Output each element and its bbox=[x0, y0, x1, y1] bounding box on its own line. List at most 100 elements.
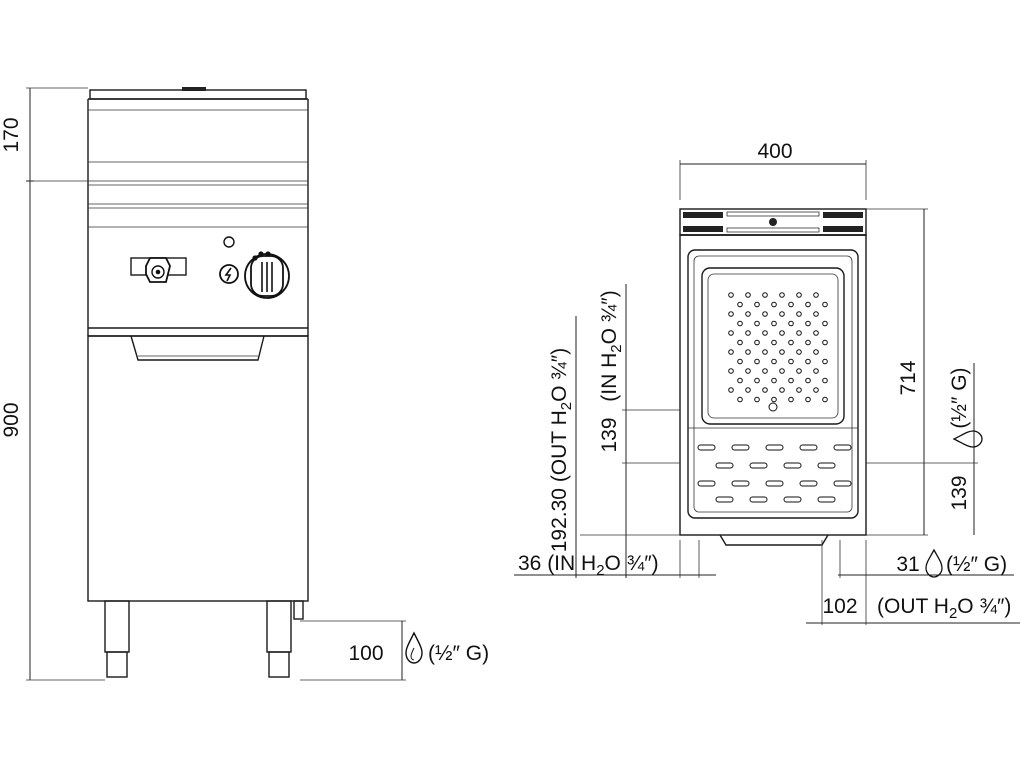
perforation-hole bbox=[779, 311, 785, 317]
tank-outline bbox=[679, 234, 867, 536]
perforation-hole bbox=[779, 387, 785, 393]
ignition-icon bbox=[219, 264, 239, 284]
dim-gas-right: (½″ G) bbox=[948, 367, 971, 428]
dim-170: 170 bbox=[0, 117, 23, 152]
drain-slot bbox=[833, 444, 852, 451]
door-handle bbox=[130, 335, 265, 361]
outlet-nozzle bbox=[719, 534, 829, 546]
gas-drop-icon bbox=[952, 430, 983, 448]
perforation-hole bbox=[762, 349, 768, 355]
gas-drop-icon bbox=[405, 631, 423, 664]
perforation-hole bbox=[788, 320, 794, 327]
perforation-hole bbox=[779, 368, 785, 374]
perforation-hole bbox=[788, 339, 794, 346]
perforation-hole bbox=[813, 368, 819, 374]
drain-slot bbox=[817, 462, 836, 469]
perforation-hole bbox=[796, 292, 802, 298]
perforation-hole bbox=[779, 330, 785, 336]
cabinet-door bbox=[87, 335, 309, 602]
perforation-hole bbox=[737, 377, 743, 384]
dim-36-in: 36 (IN H2O ¾″) bbox=[518, 552, 659, 579]
perforation-hole bbox=[754, 339, 760, 346]
perforation-hole bbox=[796, 349, 802, 355]
top-plate-tab bbox=[182, 87, 206, 91]
perforation-hole bbox=[805, 320, 811, 327]
perforation-hole bbox=[805, 358, 811, 365]
perforation-hole bbox=[762, 330, 768, 336]
dim-102: 102 bbox=[822, 595, 857, 618]
perforation-hole bbox=[754, 377, 760, 384]
dim-102-out: (OUT H2O ¾″) bbox=[877, 595, 1011, 622]
perforation-hole bbox=[788, 358, 794, 365]
perforation-hole bbox=[754, 396, 760, 403]
dim-100: 100 bbox=[348, 642, 383, 665]
perforation-hole bbox=[728, 349, 734, 355]
legs bbox=[104, 600, 304, 678]
dim-714: 714 bbox=[897, 360, 920, 395]
dim-139-left: 139 bbox=[598, 417, 621, 452]
perforation-hole bbox=[813, 311, 819, 317]
perforation-hole bbox=[737, 301, 743, 308]
gas-drop-icon bbox=[925, 548, 943, 578]
perforation-hole bbox=[813, 292, 819, 298]
dim-192-out-vertical: 192.30 (OUT H2O ¾″) bbox=[548, 348, 575, 552]
perforation-hole bbox=[754, 320, 760, 327]
perforation-hole bbox=[805, 396, 811, 403]
perforation-hole bbox=[728, 311, 734, 317]
drain-slot bbox=[765, 480, 784, 487]
drain-slot bbox=[749, 462, 768, 469]
gas-connection-label: (½″ G) bbox=[428, 642, 489, 665]
perforation-hole bbox=[822, 339, 828, 346]
drain-slot bbox=[697, 444, 716, 451]
perforation-hole bbox=[813, 330, 819, 336]
perforation-hole bbox=[771, 396, 777, 403]
drain-slot bbox=[697, 480, 716, 487]
perforation-hole bbox=[822, 377, 828, 384]
perforation-hole bbox=[771, 320, 777, 327]
perforation-hole bbox=[779, 349, 785, 355]
perforation-hole bbox=[737, 358, 743, 365]
tank-inner bbox=[687, 249, 859, 519]
perforation-hole bbox=[822, 396, 828, 403]
drain-slot bbox=[765, 444, 784, 451]
top-view: 400 714 (½″ G) bbox=[514, 140, 1020, 625]
drain-slot bbox=[799, 444, 818, 451]
perforation-hole bbox=[796, 311, 802, 317]
drain-slot bbox=[731, 480, 750, 487]
drain-slot bbox=[817, 496, 836, 503]
drain-tap-icon bbox=[130, 257, 187, 283]
control-knob-icon bbox=[244, 251, 290, 299]
perforation-hole bbox=[762, 292, 768, 298]
dim-139-right: 139 bbox=[948, 475, 971, 510]
perforation-hole bbox=[771, 301, 777, 308]
perforation-hole bbox=[822, 301, 828, 308]
perforation-hole bbox=[788, 301, 794, 308]
perforation-hole bbox=[728, 387, 734, 393]
perforation-hole bbox=[805, 301, 811, 308]
perforation-hole bbox=[796, 330, 802, 336]
perforation-hole bbox=[771, 339, 777, 346]
perforation-hole bbox=[762, 311, 768, 317]
perforation-hole bbox=[762, 368, 768, 374]
perforation-hole bbox=[779, 292, 785, 298]
drain-slot bbox=[783, 496, 802, 503]
perforation-hole bbox=[745, 292, 751, 298]
perforation-hole bbox=[728, 292, 734, 298]
dim-900: 900 bbox=[0, 402, 23, 437]
perforation-hole bbox=[745, 349, 751, 355]
fry-basket bbox=[701, 267, 845, 425]
perforation-hole bbox=[737, 396, 743, 403]
perforation-hole bbox=[788, 396, 794, 403]
perforation-hole bbox=[745, 368, 751, 374]
perforation-hole bbox=[796, 368, 802, 374]
perforation-hole bbox=[788, 377, 794, 384]
perforation-hole bbox=[754, 358, 760, 365]
perforation-hole bbox=[813, 349, 819, 355]
front-view: 170 900 100 (½″ G) bbox=[0, 87, 489, 681]
perforation-hole bbox=[813, 387, 819, 393]
perforation-hole bbox=[771, 358, 777, 365]
perforation-hole bbox=[728, 330, 734, 336]
perforation-hole bbox=[822, 320, 828, 327]
top-plate bbox=[89, 89, 307, 100]
basket-perforations bbox=[728, 292, 828, 403]
